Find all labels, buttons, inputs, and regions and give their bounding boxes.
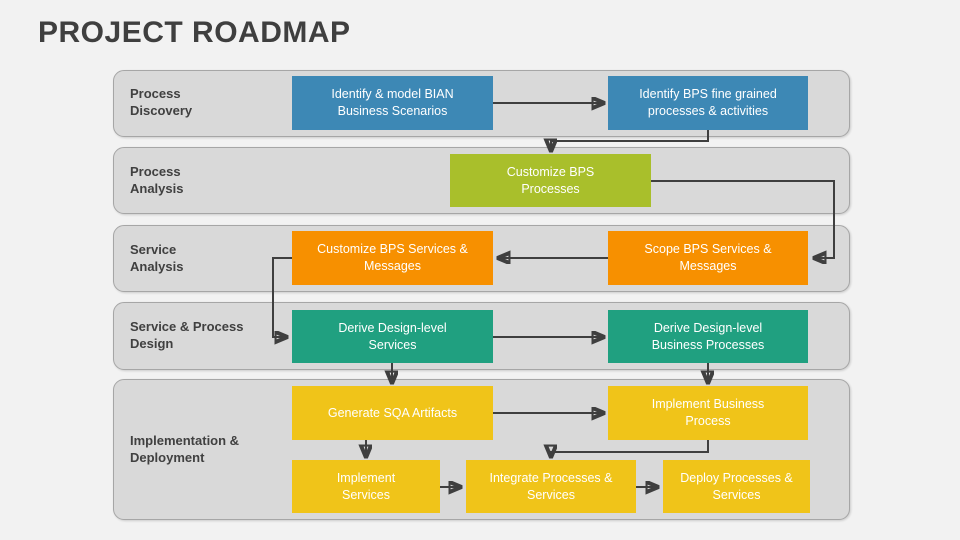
phase-label-service-analysis: Service Analysis — [130, 242, 184, 274]
node-deploy-processes-services[interactable]: Deploy Processes & Services — [663, 460, 810, 513]
phase-label-service-process-design: Service & Process Design — [130, 319, 244, 351]
page-title: PROJECT ROADMAP — [38, 16, 351, 49]
node-derive-design-level-services[interactable]: Derive Design-level Services — [292, 310, 493, 363]
node-scope-bps-services[interactable]: Scope BPS Services & Messages — [608, 231, 808, 285]
node-identify-model-bian[interactable]: Identify & model BIAN Business Scenarios — [292, 76, 493, 130]
node-implement-services[interactable]: Implement Services — [292, 460, 440, 513]
phase-label-implementation-deployment: Implementation & Deployment — [130, 433, 240, 465]
node-customize-bps-services[interactable]: Customize BPS Services & Messages — [292, 231, 493, 285]
phase-label-process-discovery: Process Discovery — [130, 86, 193, 118]
node-identify-bps-fine-grained[interactable]: Identify BPS fine grained processes & ac… — [608, 76, 808, 130]
node-customize-bps-processes[interactable]: Customize BPS Processes — [450, 154, 651, 207]
node-derive-design-level-business-processes[interactable]: Derive Design-level Business Processes — [608, 310, 808, 363]
node-implement-business-process[interactable]: Implement Business Process — [608, 386, 808, 440]
node-integrate-processes-services[interactable]: Integrate Processes & Services — [466, 460, 636, 513]
node-generate-sqa-artifacts[interactable]: Generate SQA Artifacts — [292, 386, 493, 440]
phase-label-process-analysis: Process Analysis — [130, 164, 184, 196]
